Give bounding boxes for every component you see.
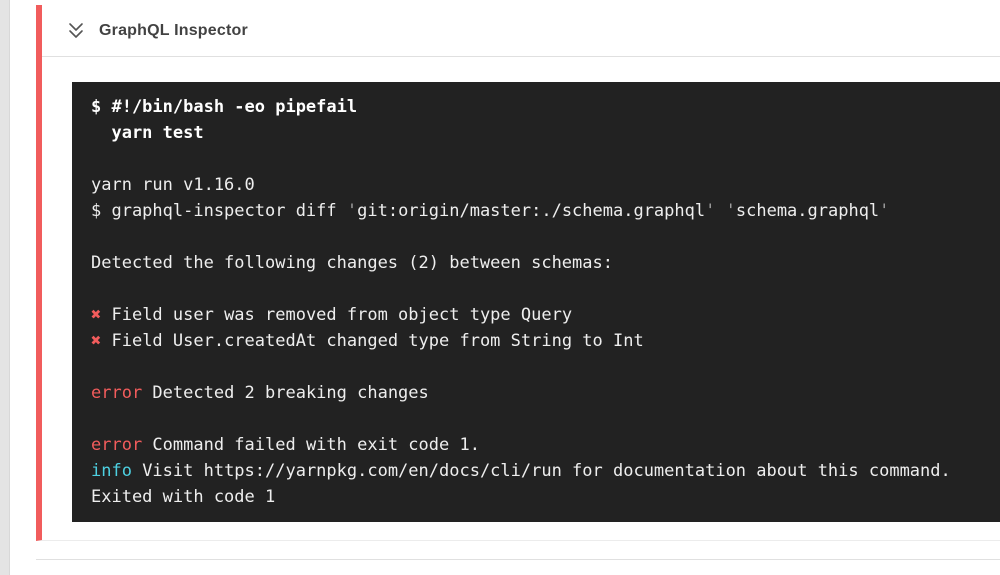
terminal-line xyxy=(91,224,988,250)
terminal-line xyxy=(91,406,988,432)
terminal-segment-red: error xyxy=(91,383,143,403)
terminal-segment-normal: Detected the following changes (2) betwe… xyxy=(91,253,613,273)
terminal-segment-normal: Visit https://yarnpkg.com/en/docs/cli/ru… xyxy=(131,461,951,481)
terminal-segment-normal: Command failed with exit code 1. xyxy=(142,435,480,455)
terminal-line: info Visit https://yarnpkg.com/en/docs/c… xyxy=(91,458,988,484)
terminal-line xyxy=(91,276,988,302)
page-gutter xyxy=(0,0,10,575)
terminal-segment-info: info xyxy=(91,461,132,481)
terminal-line: yarn run v1.16.0 xyxy=(91,172,988,198)
terminal-line: ✖ Field user was removed from object typ… xyxy=(91,302,988,328)
terminal-line: $ graphql-inspector diff 'git:origin/mas… xyxy=(91,198,988,224)
terminal-segment-red: ✖ xyxy=(91,305,102,325)
double-chevron-down-icon xyxy=(65,21,87,41)
terminal-segment-red: ✖ xyxy=(91,331,102,351)
terminal-segment-red: error xyxy=(91,435,143,455)
terminal-line xyxy=(91,354,988,380)
terminal-segment-bold: $ #!/bin/bash -eo pipefail xyxy=(91,97,358,117)
terminal-segment-bold: yarn test xyxy=(91,123,204,143)
terminal-segment-normal: $ graphql-inspector diff xyxy=(91,201,347,221)
next-step-divider xyxy=(36,559,1000,560)
terminal-segment-dim: ' xyxy=(879,201,890,221)
terminal-segment-normal: yarn run v1.16.0 xyxy=(91,175,255,195)
terminal-segment-normal: Field user was removed from object type … xyxy=(101,305,573,325)
terminal-line: $ #!/bin/bash -eo pipefail xyxy=(91,94,988,120)
terminal-line: ✖ Field User.createdAt changed type from… xyxy=(91,328,988,354)
terminal-segment-dim: ' xyxy=(705,201,716,221)
terminal-line: yarn test xyxy=(91,120,988,146)
step-header[interactable]: GraphQL Inspector xyxy=(42,5,1000,57)
step-card: GraphQL Inspector $ #!/bin/bash -eo pipe… xyxy=(36,5,1000,541)
terminal-segment-normal: git:origin/master:./schema.graphql xyxy=(357,201,706,221)
terminal-line: error Command failed with exit code 1. xyxy=(91,432,988,458)
terminal-line: Detected the following changes (2) betwe… xyxy=(91,250,988,276)
terminal-line: error Detected 2 breaking changes xyxy=(91,380,988,406)
terminal-segment-normal: Exited with code 1 xyxy=(91,487,276,507)
terminal-segment-dim: ' xyxy=(346,201,358,221)
terminal-segment-normal: Field User.createdAt changed type from S… xyxy=(101,331,644,351)
terminal-segment-normal xyxy=(715,201,725,221)
step-title: GraphQL Inspector xyxy=(99,21,248,39)
terminal-segment-dim: ' xyxy=(725,201,736,221)
terminal-output: $ #!/bin/bash -eo pipefail yarn test yar… xyxy=(72,82,1000,522)
terminal-segment-normal: schema.graphql xyxy=(735,201,880,221)
terminal-segment-normal: Detected 2 breaking changes xyxy=(142,383,429,403)
terminal-line: Exited with code 1 xyxy=(91,484,988,510)
terminal-line xyxy=(91,146,988,172)
